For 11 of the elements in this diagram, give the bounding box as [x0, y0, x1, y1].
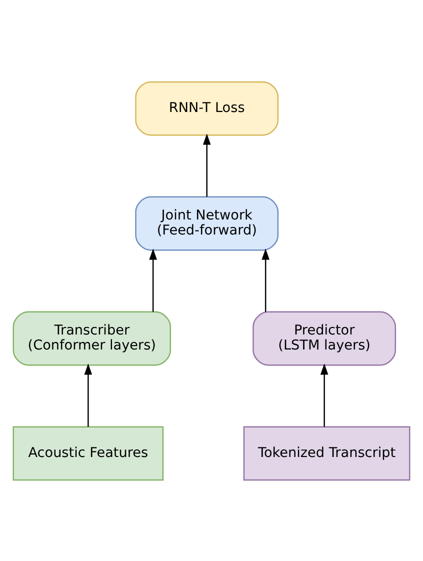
arrow: [149, 248, 157, 312]
arrow: [202, 133, 211, 196]
node-box: Acoustic Features: [12, 426, 164, 480]
node-box: Tokenized Transcript: [243, 426, 410, 480]
node-box: Joint Network (Feed-forward): [135, 196, 279, 250]
arrow: [84, 363, 92, 426]
arrow: [262, 248, 270, 312]
node-box: Predictor (LSTM layers): [252, 310, 396, 366]
node-box: RNN-T Loss: [135, 80, 279, 136]
node-box: Transcriber (Conformer layers): [12, 310, 171, 366]
arrow: [320, 363, 328, 426]
